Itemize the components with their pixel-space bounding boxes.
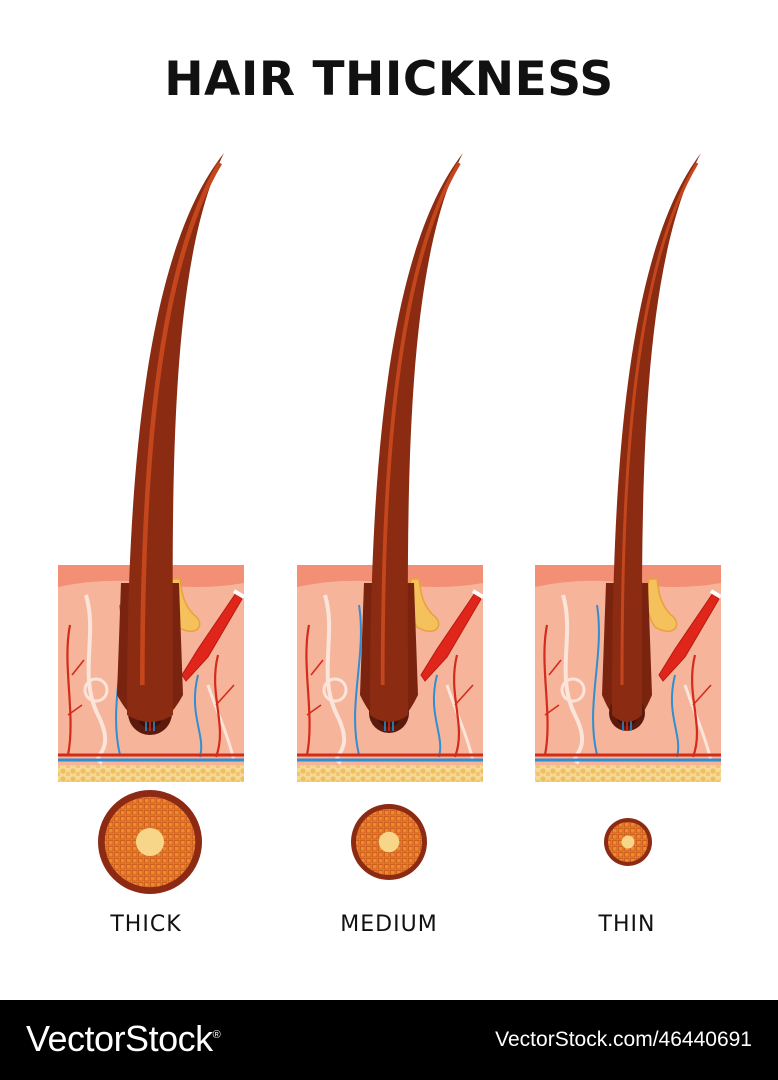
vein	[592, 604, 600, 756]
artery	[66, 624, 72, 756]
artery-branch	[215, 684, 235, 706]
hair-shaft	[127, 153, 224, 722]
nerve-ending	[83, 677, 109, 703]
hair-shaft	[612, 153, 701, 722]
arrector-pili-muscle	[420, 592, 482, 682]
cross-section-medulla	[135, 827, 165, 857]
label-thick: THICK	[110, 912, 182, 937]
cross-section-medulla	[378, 831, 400, 853]
artery	[214, 654, 222, 758]
nerve-ending	[560, 677, 586, 703]
fat-layer	[58, 765, 244, 782]
vein	[432, 674, 442, 758]
label-medium: MEDIUM	[340, 912, 438, 937]
hair-highlight	[140, 161, 222, 686]
brand-name: VectorStock	[26, 1018, 213, 1059]
artery-branch	[306, 659, 324, 716]
artery	[453, 654, 461, 758]
nerve-ending	[322, 677, 348, 703]
stock-id: VectorStock.com/46440691	[495, 1028, 752, 1051]
vein	[670, 674, 680, 758]
hair-highlight	[380, 162, 461, 686]
muscle-tendon	[471, 589, 485, 599]
vein	[193, 674, 203, 758]
cross-section-medulla	[621, 835, 635, 849]
diagram-title: HAIR THICKNESS	[164, 52, 614, 107]
artery	[543, 624, 549, 756]
muscle-tendon	[709, 589, 723, 599]
brand-logo: VectorStock®	[26, 1018, 221, 1060]
panel-thick	[58, 153, 246, 894]
vein	[354, 604, 362, 756]
artery	[305, 624, 311, 756]
fat-layer	[297, 765, 483, 782]
artery-branch	[454, 684, 474, 706]
muscle-tendon	[232, 589, 246, 599]
artery-branch	[692, 684, 712, 706]
artery	[691, 654, 699, 758]
hair-diagram	[58, 153, 723, 894]
arrector-pili-muscle	[181, 592, 243, 682]
label-thin: THIN	[598, 912, 656, 937]
fat-layer	[535, 765, 721, 782]
artery-branch	[67, 659, 85, 716]
panel-medium	[297, 153, 485, 880]
hair-shaft	[370, 153, 463, 722]
panel-thin	[535, 153, 723, 866]
artery-branch	[544, 659, 562, 716]
hair-highlight	[620, 162, 699, 686]
footer-bar: VectorStock® VectorStock.com/46440691	[0, 1000, 778, 1080]
brand-mark: ®	[212, 1029, 221, 1041]
arrector-pili-muscle	[658, 592, 720, 682]
